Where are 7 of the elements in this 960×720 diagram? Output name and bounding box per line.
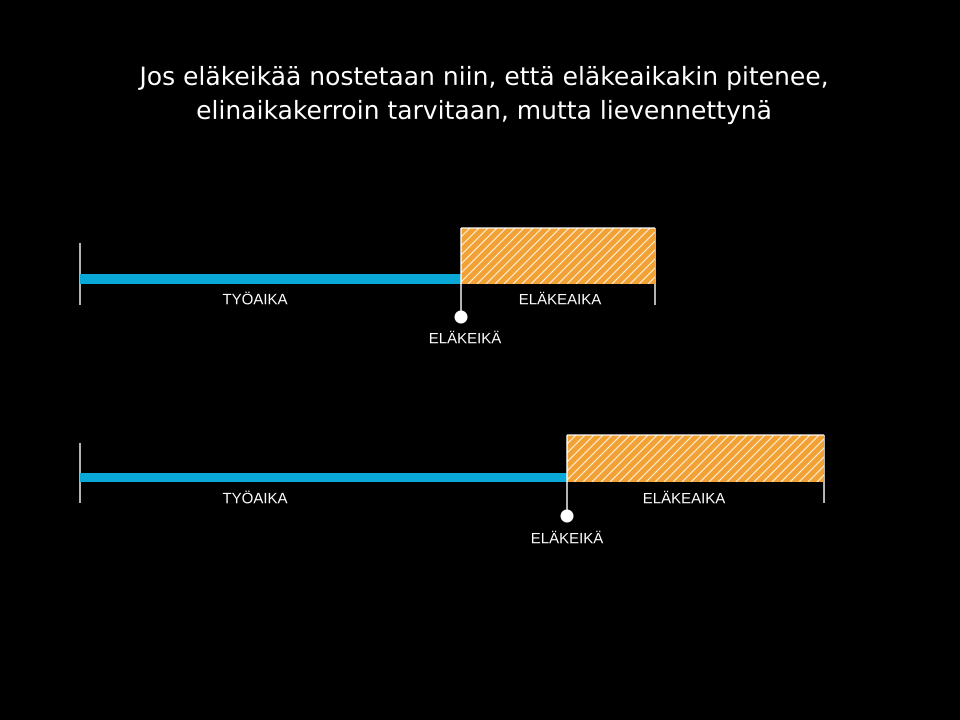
timeline-label: ELÄKEAIKA [520,292,602,304]
timeline-label: ELÄKEAIKA [644,490,726,504]
timeline-label: TYÖAIKA [222,490,288,504]
title: Jos eläkeikää nostetaan niin, että eläkeaikakin pitenee, elinaikakerroin tarvitaan, mutta lievennettynä [138,66,826,124]
marker-label: ELÄKEIKÄ [532,530,604,544]
marker-label: ELÄKEIKÄ [430,330,502,344]
timeline-label: TYÖAIKA [222,292,288,304]
